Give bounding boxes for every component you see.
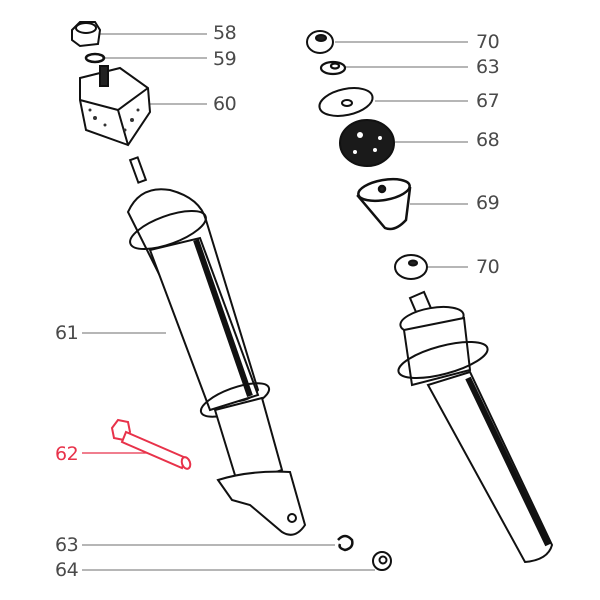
lower-nut-icon bbox=[372, 551, 392, 571]
rubber-mount-icon bbox=[79, 65, 152, 147]
callout-63-lower: 63 bbox=[55, 534, 79, 556]
callout-67: 67 bbox=[476, 90, 500, 112]
rear-shock-absorber-icon bbox=[397, 290, 554, 564]
callout-60: 60 bbox=[213, 93, 237, 115]
callout-62: 62 bbox=[55, 443, 79, 465]
rear-nut-icon bbox=[394, 254, 428, 280]
callout-69: 69 bbox=[476, 192, 500, 214]
rubber-bush-lower-icon bbox=[356, 177, 412, 231]
callout-59: 59 bbox=[213, 48, 237, 70]
callout-63-top: 63 bbox=[476, 56, 500, 78]
lock-washer-icon bbox=[84, 52, 106, 64]
bolt-icon-highlighted bbox=[110, 418, 192, 470]
top-lock-washer-icon bbox=[319, 60, 347, 76]
callout-61: 61 bbox=[55, 322, 79, 344]
callout-64: 64 bbox=[55, 559, 79, 581]
flat-washer-icon bbox=[318, 87, 374, 117]
front-shock-absorber-icon bbox=[126, 156, 307, 536]
top-nut-icon bbox=[306, 30, 334, 54]
leader-lines bbox=[82, 33, 468, 571]
callout-70-top: 70 bbox=[476, 31, 500, 53]
callout-68: 68 bbox=[476, 129, 500, 151]
lower-lock-washer-icon bbox=[337, 534, 354, 552]
nut-icon bbox=[71, 21, 102, 48]
callout-58: 58 bbox=[213, 22, 237, 44]
rubber-bush-upper-icon bbox=[339, 119, 395, 167]
callout-70-rear: 70 bbox=[476, 256, 500, 278]
